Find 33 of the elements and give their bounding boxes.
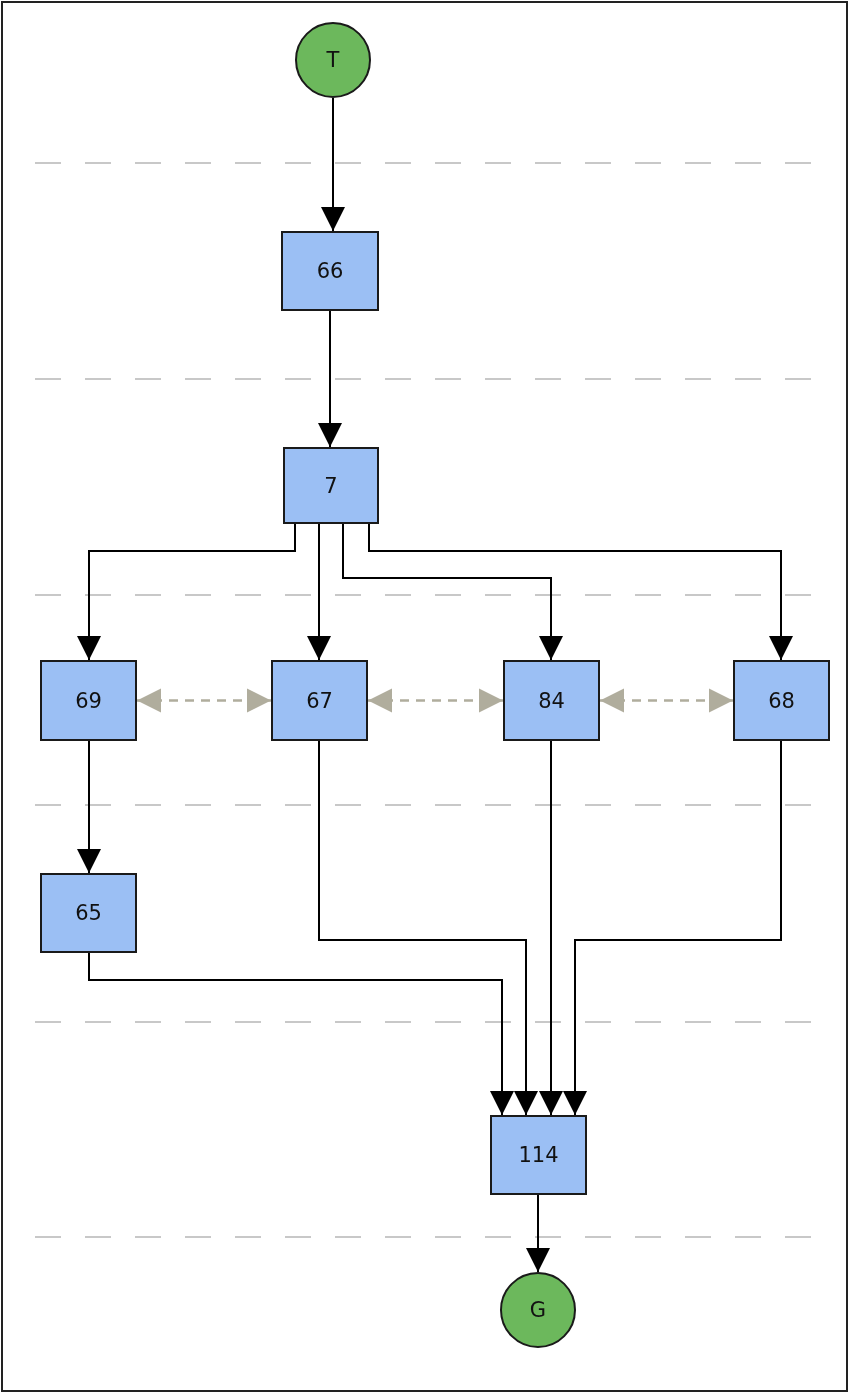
process-box [733, 660, 830, 741]
node-label: 65 [75, 901, 102, 925]
process-box [271, 660, 368, 741]
node-label: 114 [518, 1143, 559, 1167]
dashed-arrow [600, 688, 733, 713]
arrow [77, 523, 296, 661]
process-box [503, 660, 600, 741]
arrow [563, 740, 782, 1116]
arrow [368, 523, 793, 661]
arrow [526, 1194, 550, 1273]
dashed-arrow [137, 688, 271, 713]
node-label: 7 [324, 473, 338, 498]
process-box [40, 660, 137, 741]
node-label: T [326, 48, 340, 72]
arrow [88, 952, 514, 1116]
node-label: G [529, 1298, 547, 1322]
arrow [342, 523, 563, 661]
node-label: 84 [538, 688, 565, 713]
node-label: 69 [75, 688, 102, 713]
arrow [307, 523, 331, 661]
node-label: 66 [316, 259, 344, 283]
arrow [321, 97, 345, 232]
process-box [40, 873, 137, 953]
node-label: 67 [306, 688, 333, 713]
process-box [490, 1115, 587, 1195]
arrow [539, 740, 563, 1116]
process-box [283, 447, 379, 524]
dashed-arrow [368, 688, 503, 713]
node-label: 68 [768, 688, 795, 713]
arrow [318, 740, 538, 1116]
arrow [77, 740, 101, 874]
process-box [281, 231, 379, 311]
arrow [318, 310, 342, 448]
